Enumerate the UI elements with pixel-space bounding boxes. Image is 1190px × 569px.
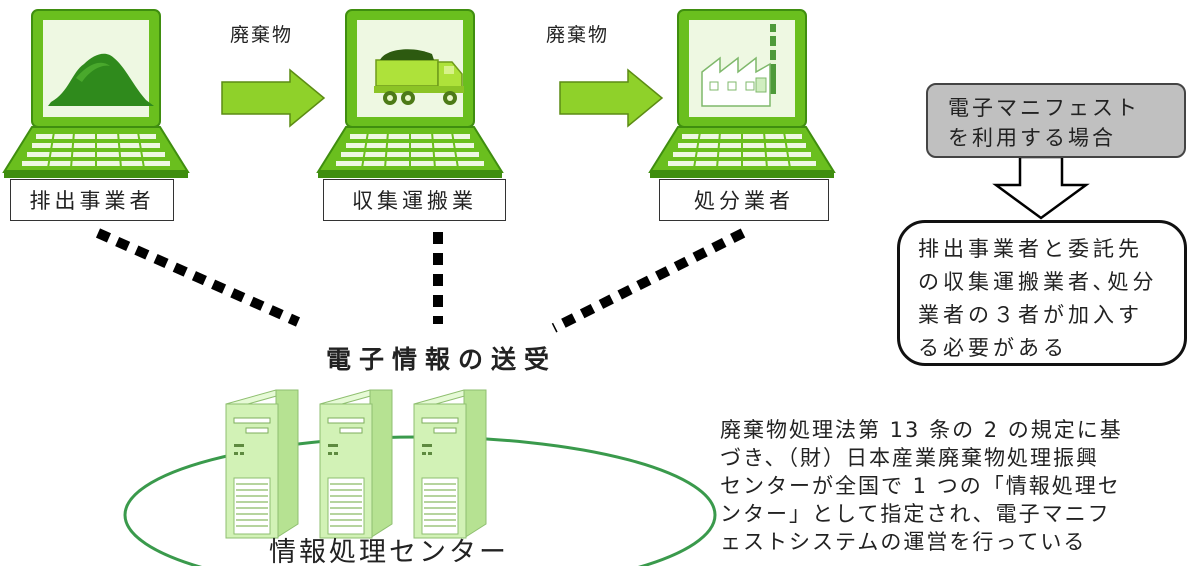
- requirement-line-3: 業者の３者が加入す: [918, 303, 1143, 327]
- generator-laptop: [3, 9, 189, 179]
- server-icon: [413, 389, 487, 539]
- exchange-label: 電子情報の送受: [326, 345, 558, 374]
- requirement-box: 排出事業者と委託先 の収集運搬業者､処分 業者の３者が加入す る必要がある: [897, 220, 1187, 366]
- waste-pile-icon: [48, 53, 154, 106]
- center-label: 情報処理センター: [269, 537, 509, 568]
- generator-label: 排出事業者: [10, 179, 174, 221]
- waste-label-1: 廃棄物: [230, 24, 294, 46]
- dump-truck-icon: [374, 49, 464, 105]
- transporter-laptop: [317, 9, 503, 179]
- description-line-5: ェストシステムの運営を行っている: [720, 530, 1087, 554]
- usage-box-line-2: を利用する場合: [948, 126, 1116, 150]
- description-line-1: 廃棄物処理法第 13 条の 2 の規定に基: [720, 418, 1123, 442]
- connector-generator: [95, 228, 301, 327]
- connector-disposer: [551, 228, 746, 333]
- usage-box-line-1: 電子マニフェスト: [948, 96, 1140, 120]
- description-line-2: づき、（財）日本産業廃棄物処理振興: [720, 446, 1100, 470]
- requirement-line-1: 排出事業者と委託先: [918, 237, 1143, 261]
- server-icon: [225, 389, 299, 539]
- disposer-laptop: [649, 9, 835, 179]
- factory-icon: [701, 24, 776, 107]
- arrow-right-icon: [221, 68, 326, 128]
- transporter-label: 収集運搬業: [323, 179, 506, 221]
- description-text: 廃棄物処理法第 13 条の 2 の規定に基 づき、（財）日本産業廃棄物処理振興 …: [720, 416, 1186, 556]
- description-line-3: センターが全国で 1 つの「情報処理セ: [720, 474, 1121, 498]
- usage-box: 電子マニフェスト を利用する場合: [926, 83, 1186, 158]
- requirement-line-2: の収集運搬業者､処分: [918, 270, 1158, 294]
- disposer-label: 処分業者: [659, 179, 829, 221]
- server-icon: [319, 389, 393, 539]
- arrow-right-icon: [559, 68, 664, 128]
- description-line-4: ンター」として指定され、電子マニフ: [720, 502, 1111, 526]
- requirement-line-4: る必要がある: [918, 336, 1068, 360]
- waste-label-2: 廃棄物: [546, 24, 610, 46]
- arrow-down-icon: [992, 155, 1090, 220]
